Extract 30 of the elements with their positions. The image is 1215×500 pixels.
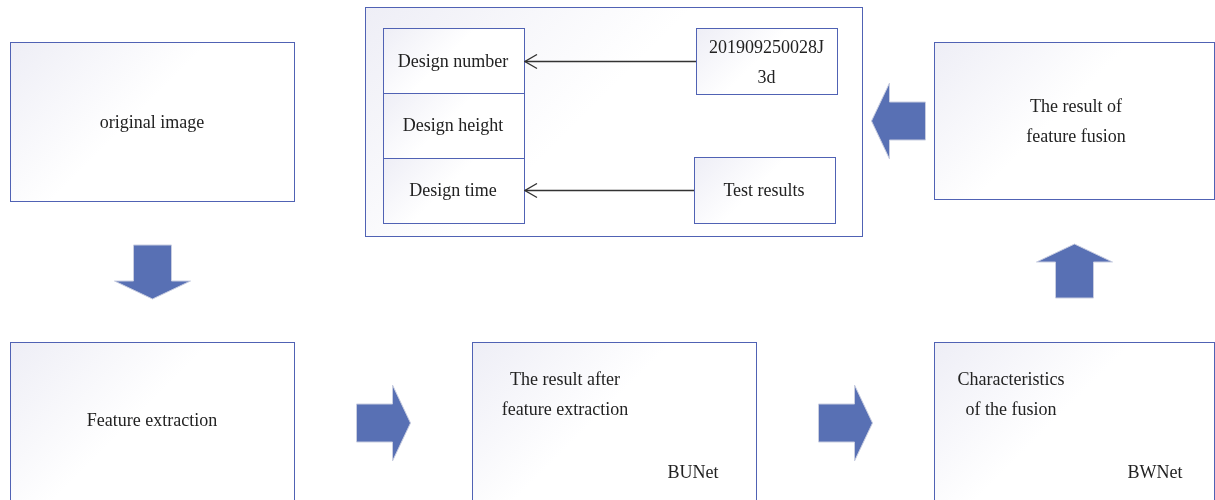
block-arrow bbox=[818, 384, 873, 462]
block-arrow bbox=[871, 82, 926, 160]
box-label: original image bbox=[98, 111, 206, 134]
field-box bbox=[382, 92, 525, 159]
box-label: The result after feature extraction bbox=[500, 368, 630, 421]
box-label: Design time bbox=[408, 178, 498, 202]
block-arrow bbox=[114, 244, 191, 300]
field-box bbox=[382, 157, 525, 224]
box-label: 201909250028J 3d bbox=[708, 35, 825, 89]
box-label: Characteristics of the fusion bbox=[956, 368, 1066, 421]
arrow bbox=[524, 53, 697, 70]
process-box bbox=[934, 342, 1215, 500]
process-box bbox=[934, 42, 1215, 200]
value-box bbox=[693, 156, 836, 224]
network-label: BUNet bbox=[666, 461, 720, 484]
process-box bbox=[10, 42, 295, 202]
arrow bbox=[524, 182, 695, 199]
container-box bbox=[365, 7, 863, 237]
process-box bbox=[472, 342, 757, 500]
box-label: Design number bbox=[396, 49, 510, 73]
value-box bbox=[695, 27, 838, 95]
box-label: Test results bbox=[722, 178, 806, 202]
field-box bbox=[382, 27, 525, 94]
block-arrow bbox=[356, 384, 411, 462]
box-label: The result of feature fusion bbox=[1025, 95, 1127, 148]
box-label: Feature extraction bbox=[85, 409, 219, 432]
process-box bbox=[10, 342, 295, 500]
network-label: BWNet bbox=[1126, 461, 1184, 484]
block-arrow bbox=[1036, 243, 1113, 299]
box-label: Design height bbox=[401, 113, 505, 137]
